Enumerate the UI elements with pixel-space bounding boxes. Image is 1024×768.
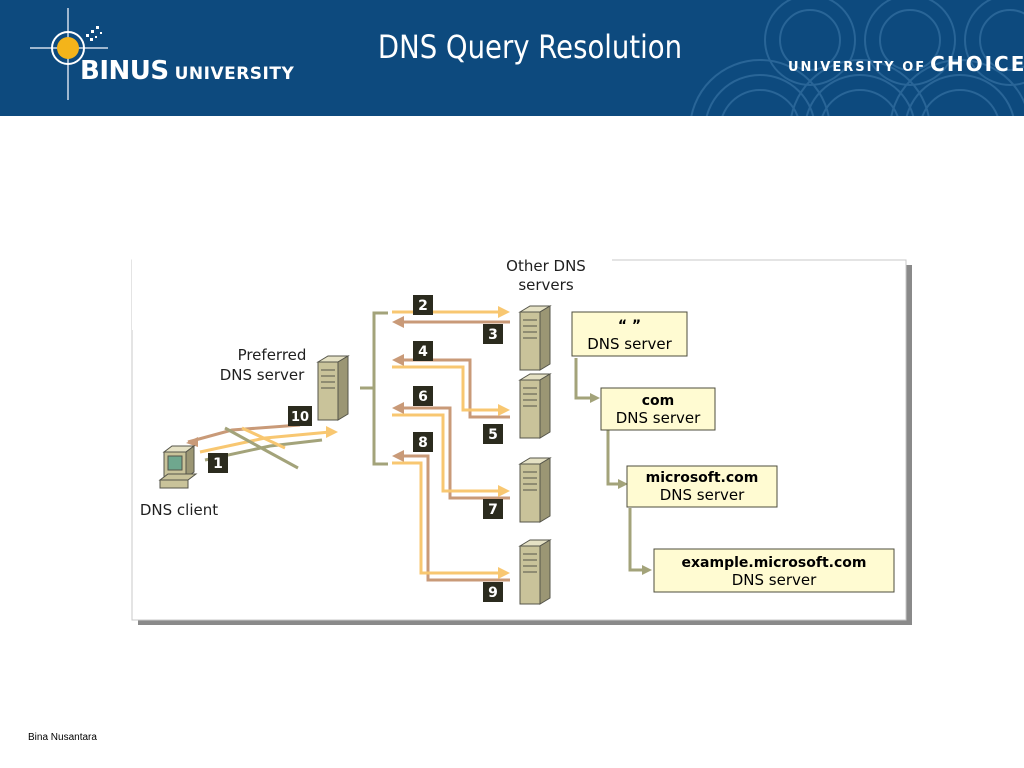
tagline-small: UNIVERSITY OF <box>788 60 927 75</box>
logo-suffix: UNIVERSITY <box>174 64 295 84</box>
example-server-icon <box>519 539 551 605</box>
step-6: 6 <box>418 389 428 405</box>
step-3: 3 <box>488 327 498 343</box>
root-dns-name: “ ” <box>618 318 641 334</box>
client-label: DNS client <box>140 501 218 519</box>
header-decoration <box>30 0 1024 116</box>
preferred-label-2: DNS server <box>220 366 305 384</box>
step-5: 5 <box>488 427 498 443</box>
com-dns-sub: DNS server <box>616 409 701 427</box>
hierarchy-connectors <box>574 358 644 572</box>
root-dns-box: “ ” DNS server <box>571 311 688 357</box>
microsoft-dns-box: microsoft.com DNS server <box>626 465 778 508</box>
binus-logo-mark <box>30 8 108 100</box>
root-dns-sub: DNS server <box>587 335 672 353</box>
example-dns-sub: DNS server <box>732 571 817 589</box>
step-1: 1 <box>213 456 223 472</box>
preferred-label-1: Preferred <box>238 346 307 364</box>
step-4: 4 <box>418 344 428 360</box>
iterative-arrows <box>392 306 510 582</box>
tagline-big: CHOICE <box>930 52 1024 76</box>
step-2: 2 <box>418 298 428 314</box>
other-servers-label-1: Other DNS <box>506 257 586 275</box>
root-server-icon <box>519 305 551 371</box>
example-dns-name: example.microsoft.com <box>682 555 867 571</box>
preferred-server-icon <box>317 355 349 421</box>
step-badges: 1 2 3 4 5 6 7 8 9 10 <box>208 295 503 602</box>
step-9: 9 <box>488 585 498 601</box>
microsoft-dns-name: microsoft.com <box>646 470 759 486</box>
com-server-icon <box>519 373 551 439</box>
microsoft-server-icon <box>519 457 551 523</box>
step-10: 10 <box>291 410 309 425</box>
microsoft-dns-sub: DNS server <box>660 486 745 504</box>
computer-icon <box>158 445 198 489</box>
example-dns-box: example.microsoft.com DNS server <box>653 548 895 593</box>
com-dns-name: com <box>642 393 675 409</box>
footer-text: Bina Nusantara <box>28 732 97 743</box>
step-8: 8 <box>418 435 428 451</box>
slide-title: DNS Query Resolution <box>377 28 683 66</box>
logo-name: BINUS <box>80 56 169 86</box>
other-servers-label-2: servers <box>518 276 573 294</box>
step-7: 7 <box>488 502 498 518</box>
com-dns-box: com DNS server <box>600 387 716 431</box>
